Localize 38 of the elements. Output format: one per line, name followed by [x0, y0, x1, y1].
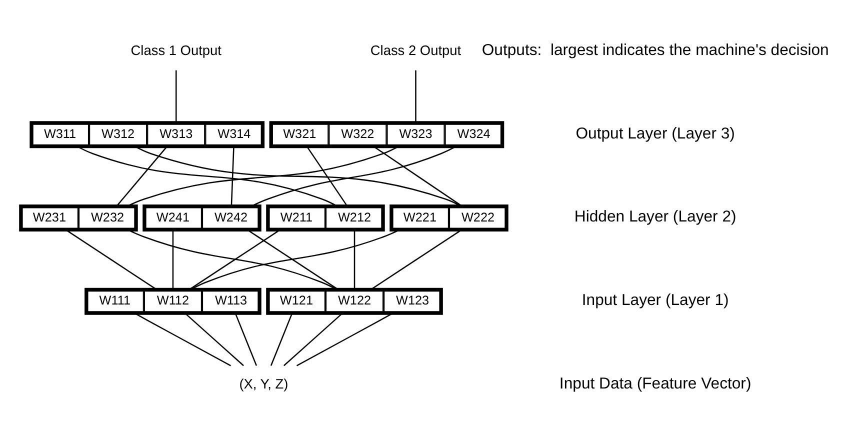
- connector: [270, 312, 293, 366]
- connector: [76, 146, 338, 207]
- node-text: Class 2 Output: [370, 42, 462, 58]
- connector: [116, 146, 168, 206]
- connector: [188, 229, 281, 290]
- node-box: W112: [144, 289, 202, 314]
- node-box: W322: [328, 122, 387, 147]
- connector: [373, 146, 463, 207]
- connector: [370, 229, 462, 290]
- connector: [176, 70, 177, 123]
- node-text: Class 1 Output: [130, 42, 222, 58]
- connector: [65, 229, 158, 290]
- connector: [415, 70, 416, 123]
- connector: [230, 146, 234, 206]
- connector: [126, 146, 399, 207]
- node-box: W313: [147, 122, 206, 147]
- connector: [190, 229, 400, 290]
- label: Output Layer (Layer 3): [576, 125, 735, 142]
- node-text: (X, Y, Z): [239, 376, 288, 392]
- connector: [134, 146, 462, 207]
- label: Input Data (Feature Vector): [559, 375, 752, 392]
- connector: [184, 312, 244, 366]
- node-box: W122: [325, 289, 384, 314]
- connector: [284, 312, 344, 366]
- connector: [296, 312, 394, 366]
- label: Outputs: largest indicates the machine's decision: [482, 42, 829, 59]
- connector: [354, 230, 356, 290]
- connector: [250, 146, 456, 207]
- connector: [172, 230, 174, 290]
- node-box: W323: [386, 122, 445, 147]
- connector: [246, 229, 339, 290]
- connector: [127, 229, 338, 290]
- label: Hidden Layer (Layer 2): [574, 208, 736, 226]
- connector: [134, 312, 231, 366]
- node-box: W312: [89, 122, 148, 147]
- label: Input Layer (Layer 1): [582, 292, 729, 310]
- connector: [234, 312, 258, 366]
- connector: [306, 146, 348, 206]
